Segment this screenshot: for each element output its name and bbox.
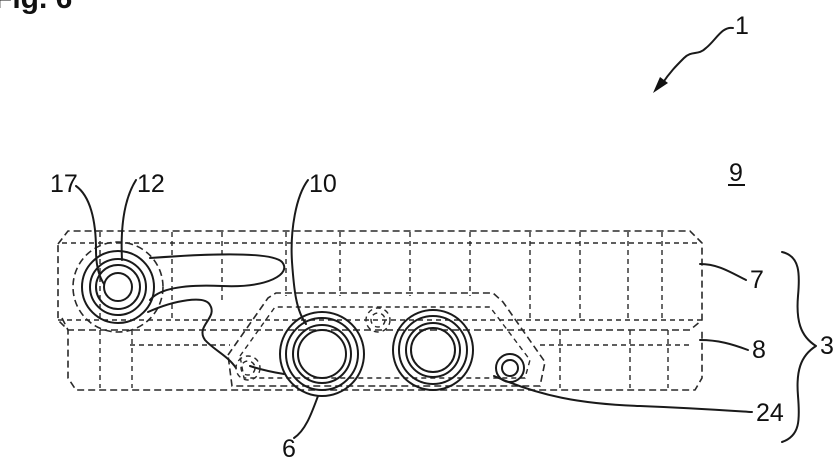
label-9: 9: [729, 159, 743, 187]
brace-3: [781, 251, 817, 443]
arrowhead-1: [653, 77, 668, 93]
leader-7: [699, 263, 747, 281]
lines-from-left-port: [147, 253, 286, 375]
label-6: 6: [282, 435, 296, 459]
port-middle: [279, 311, 365, 397]
label-10: 10: [309, 170, 337, 198]
label-24: 24: [756, 399, 784, 427]
leader-6: [293, 395, 319, 439]
label-17: 17: [50, 170, 78, 198]
label-7: 7: [750, 266, 764, 294]
bolt-top: [365, 307, 391, 333]
label-3: 3: [820, 332, 834, 360]
bolt-left: [235, 355, 261, 381]
leader-17: [75, 185, 105, 285]
housing-body: [57, 230, 703, 391]
port-left: [72, 241, 164, 333]
leader-10: [290, 179, 309, 325]
raised-plate: [227, 292, 546, 387]
leader-24: [493, 375, 753, 413]
port-right: [392, 309, 474, 391]
figure-title: Fig. 6: [0, 0, 72, 15]
label-12: 12: [137, 170, 165, 198]
leader-8: [699, 339, 749, 351]
label-1: 1: [735, 12, 749, 40]
leader-12: [120, 179, 137, 261]
label-8: 8: [752, 336, 766, 364]
leader-1: [661, 26, 734, 85]
